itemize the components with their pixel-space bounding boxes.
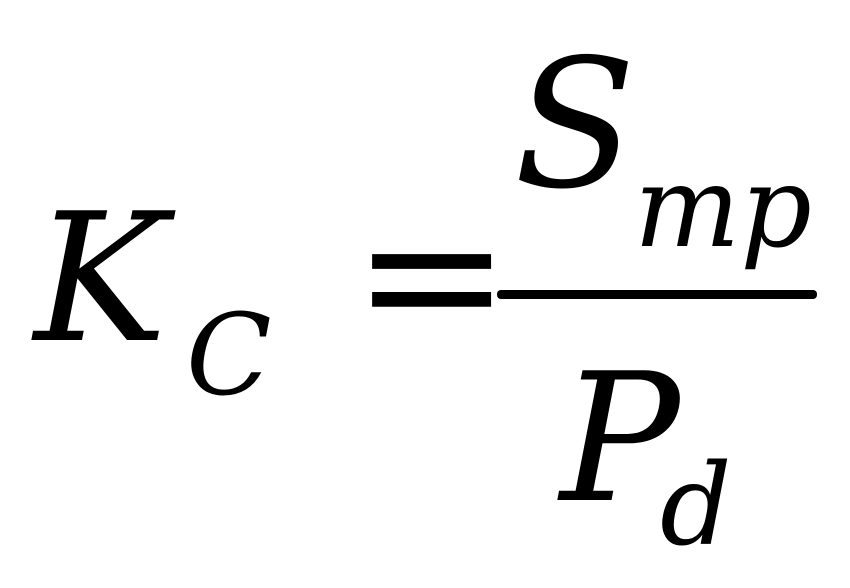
denominator-main-symbol: P <box>560 335 680 542</box>
lhs-main-symbol: K <box>34 175 167 382</box>
fraction-bar <box>497 290 817 299</box>
equals-sign: = <box>352 164 512 385</box>
lhs-subscript: C <box>186 291 272 421</box>
numerator-subscript: mp <box>634 143 812 273</box>
denominator-subscript: d <box>660 441 732 571</box>
numerator-main-symbol: S <box>514 21 636 228</box>
